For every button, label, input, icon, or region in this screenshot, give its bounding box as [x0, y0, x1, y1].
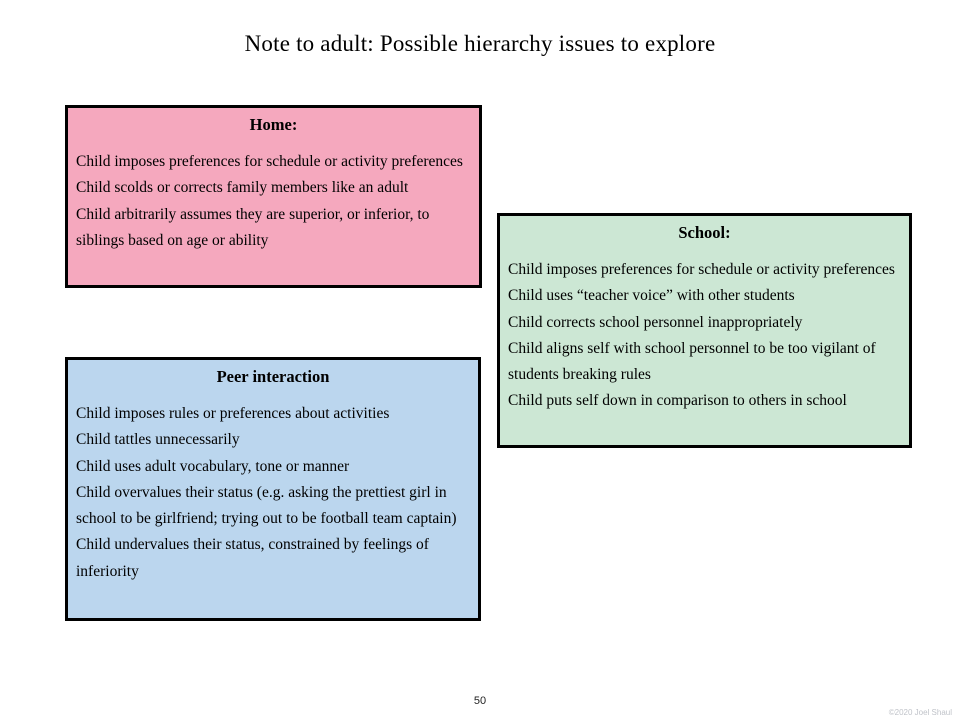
list-item: Child imposes rules or preferences about…	[76, 405, 390, 422]
slide-title: Note to adult: Possible hierarchy issues…	[244, 31, 716, 56]
peer-interaction-box-body: Child imposes rules or preferences about…	[68, 387, 478, 585]
home-box-heading: Home:	[249, 115, 298, 134]
copyright-text: ©2020 Joel Shaul	[888, 708, 952, 717]
list-item: Child tattles unnecessarily	[76, 431, 240, 449]
list-item: Child puts self down in comparison to ot…	[508, 392, 847, 410]
list-item: Child uses adult vocabulary, tone or man…	[76, 457, 350, 475]
school-box-body: Child imposes preferences for schedule o…	[500, 243, 909, 415]
page-number: 50	[473, 695, 487, 707]
home-box: Home: Child imposes preferences for sche…	[65, 105, 482, 288]
peer-interaction-box: Peer interaction Child imposes rules or …	[65, 357, 481, 621]
list-item: Child imposes preferences for schedule o…	[508, 261, 895, 278]
school-box-heading: School:	[678, 223, 731, 242]
list-item: Child overvalues their status (e.g. aski…	[76, 483, 457, 528]
list-item: Child uses “teacher voice” with other st…	[508, 287, 795, 305]
list-item: Child imposes preferences for schedule o…	[76, 153, 463, 170]
list-item: Child undervalues their status, constrai…	[76, 536, 429, 580]
list-item: Child corrects school personnel inapprop…	[508, 313, 803, 331]
list-item: Child scolds or corrects family members …	[76, 179, 409, 197]
school-box: School: Child imposes preferences for sc…	[497, 213, 912, 448]
home-box-body: Child imposes preferences for schedule o…	[68, 135, 479, 254]
peer-interaction-box-heading: Peer interaction	[216, 367, 330, 386]
list-item: Child aligns self with school personnel …	[508, 339, 876, 384]
list-item: Child arbitrarily assumes they are super…	[76, 205, 430, 249]
